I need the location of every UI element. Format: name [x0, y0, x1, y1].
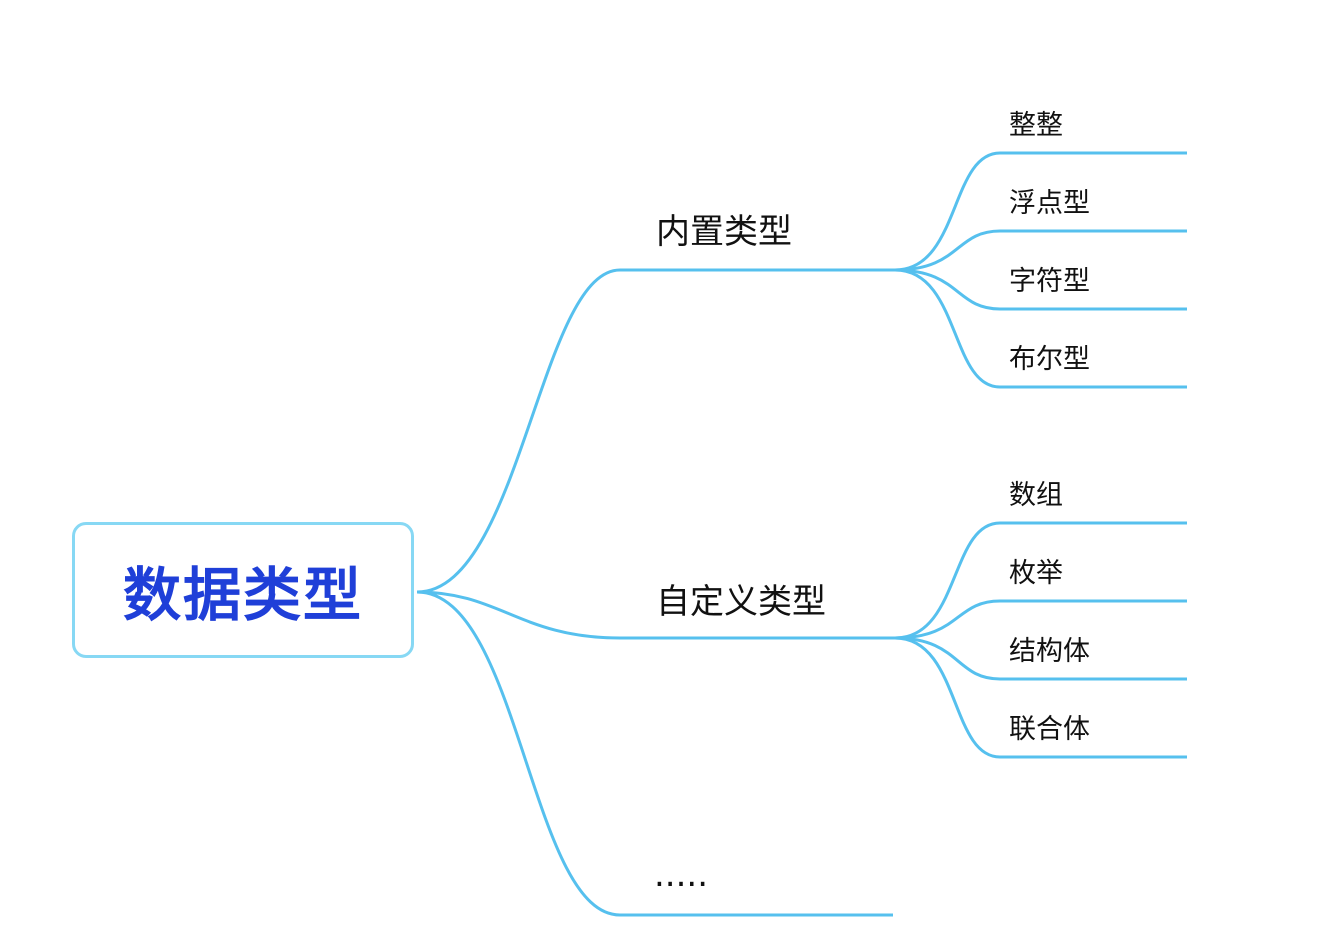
builtin-child-3-label[interactable]: 字符型 — [1009, 266, 1090, 297]
builtin-child-1-label[interactable]: 整整 — [1009, 110, 1063, 141]
custom-child-1-label[interactable]: 数组 — [1009, 480, 1063, 511]
branch-builtin-label[interactable]: 内置类型 — [656, 212, 792, 252]
connector-builtin-child-3 — [894, 268, 1187, 311]
connector-custom-child-4 — [894, 636, 1187, 759]
builtin-child-4-label[interactable]: 布尔型 — [1009, 344, 1090, 375]
branch-more-label[interactable]: ..... — [654, 855, 709, 895]
connector-custom-child-2 — [894, 599, 1187, 640]
branch-custom-label[interactable]: 自定义类型 — [656, 582, 826, 622]
connector-builtin-child-2 — [894, 229, 1187, 272]
connector-builtin-child-1 — [894, 151, 1187, 272]
connector-custom-child-1 — [894, 521, 1187, 640]
connector-root-builtin — [416, 268, 895, 594]
builtin-child-2-label[interactable]: 浮点型 — [1009, 188, 1090, 219]
connector-builtin-child-4 — [894, 268, 1187, 389]
custom-child-3-label[interactable]: 结构体 — [1009, 636, 1090, 667]
root-node-label: 数据类型 — [122, 561, 363, 629]
connector-root-more — [416, 590, 893, 917]
connector-root-custom — [416, 590, 895, 640]
custom-child-4-label[interactable]: 联合体 — [1009, 714, 1090, 745]
root-node[interactable]: 数据类型 — [72, 522, 414, 658]
connector-custom-child-3 — [894, 636, 1187, 681]
custom-child-2-label[interactable]: 枚举 — [1009, 558, 1063, 589]
